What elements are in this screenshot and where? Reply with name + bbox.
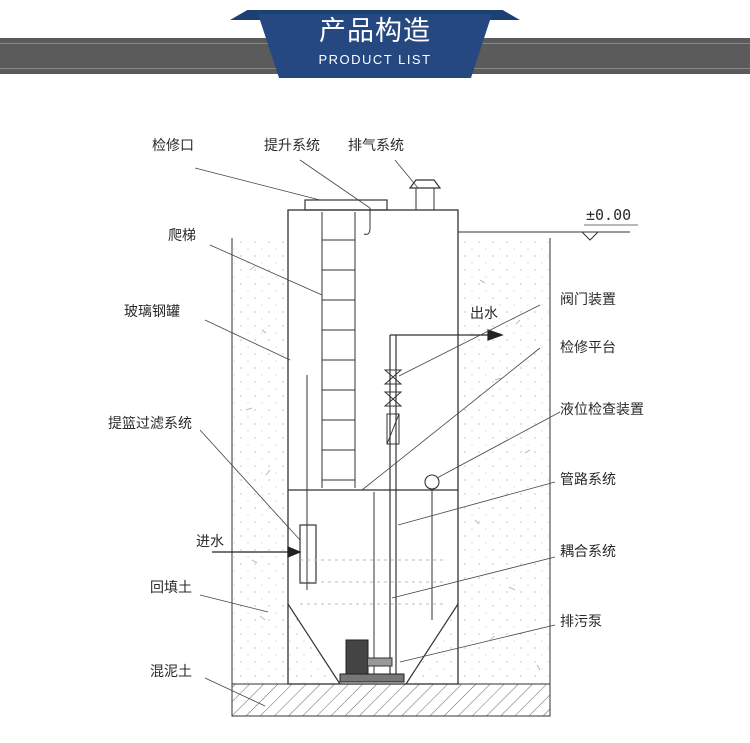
inspection-port-cover [304, 199, 388, 211]
basket-filter [299, 524, 317, 584]
ladder-rungs [322, 239, 355, 481]
level-mark-symbol [580, 231, 600, 241]
check-valve [386, 413, 400, 445]
label-outlet: 出水 [470, 306, 498, 322]
concrete-base [231, 683, 551, 717]
label-piping-system: 管路系统 [560, 472, 616, 488]
leader-lines [194, 159, 638, 707]
label-level-mark: ±0.00 [586, 206, 631, 224]
sewage-pump [345, 639, 369, 679]
lift-hook [363, 208, 371, 235]
label-ladder: 爬梯 [168, 228, 196, 244]
header-banner: 产品构造 PRODUCT LIST [0, 0, 750, 90]
label-sewage-pump: 排污泵 [560, 614, 602, 630]
backfill-marks [245, 265, 541, 671]
backfill-soil-right [458, 239, 549, 683]
label-valve-device: 阀门装置 [560, 292, 616, 308]
backfill-soil [233, 239, 288, 683]
label-backfill: 回填土 [150, 580, 192, 596]
valve-device [383, 369, 403, 385]
label-coupling-system: 耦合系统 [560, 544, 616, 560]
label-inspection-port: 检修口 [152, 138, 194, 154]
label-concrete: 混泥土 [150, 664, 192, 680]
label-exhaust-system: 排气系统 [348, 138, 404, 154]
label-frp-tank: 玻璃钢罐 [124, 303, 180, 320]
page-title: 产品构造 [319, 16, 431, 47]
exhaust-pipe [415, 187, 435, 211]
level-float [424, 474, 440, 490]
label-service-platform: 检修平台 [560, 340, 616, 356]
page-subtitle: PRODUCT LIST [318, 52, 432, 67]
title-ribbon [258, 14, 492, 78]
label-level-check: 液位检查装置 [560, 402, 644, 418]
label-lift-system: 提升系统 [264, 138, 320, 154]
label-basket-filter: 提篮过滤系统 [108, 416, 192, 432]
label-inlet: 进水 [196, 534, 224, 550]
